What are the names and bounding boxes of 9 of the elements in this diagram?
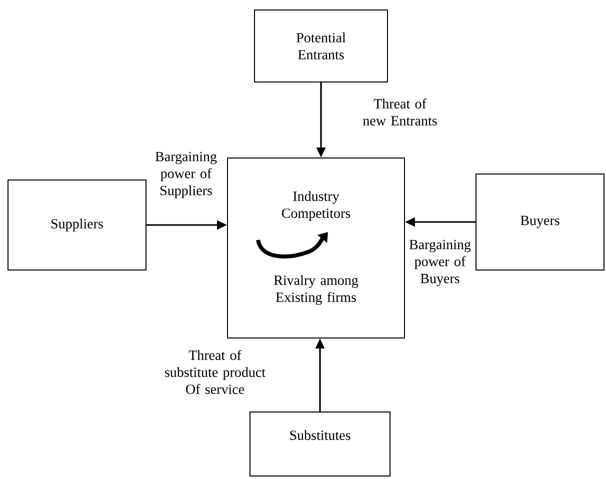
edge-label: Bargaining power of Buyers bbox=[409, 240, 471, 286]
edge-label: Threat of substitute product Of service bbox=[165, 350, 266, 394]
box: Suppliers bbox=[8, 180, 146, 270]
box: Buyers bbox=[476, 174, 604, 270]
edge-label: Threat of new Entrants bbox=[363, 98, 437, 126]
box: Industry Competitors Rivalry among Existing firms bbox=[227, 158, 405, 338]
edge-label: Bargaining power of Suppliers bbox=[155, 152, 217, 198]
box: Substitutes bbox=[250, 411, 390, 476]
box: Potential Entrants bbox=[254, 10, 388, 82]
